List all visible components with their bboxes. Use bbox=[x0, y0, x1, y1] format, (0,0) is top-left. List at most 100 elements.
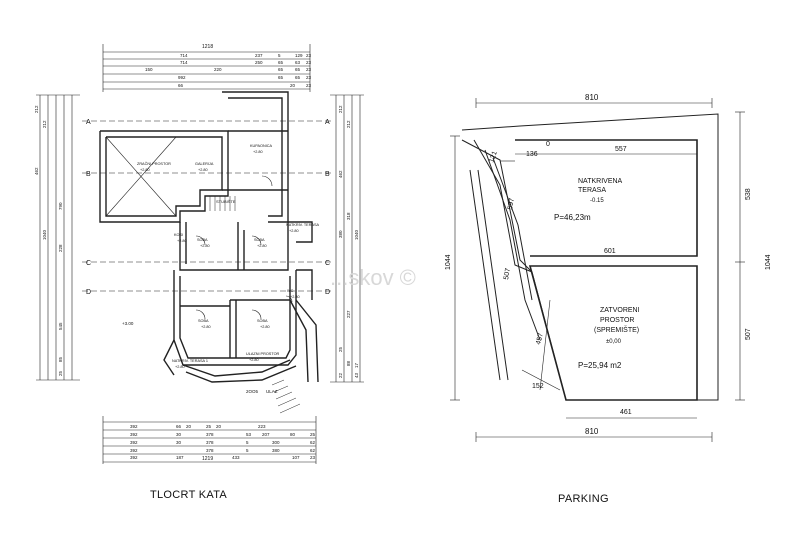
bottom-dim-value: 392 bbox=[130, 440, 138, 445]
parking-dim-507-left: 507 bbox=[503, 268, 512, 281]
storage-name: PROSTOR bbox=[600, 317, 635, 324]
parking-structure bbox=[515, 139, 698, 401]
axis-label-left: B bbox=[86, 171, 91, 178]
right-dim-value: 380 bbox=[338, 230, 343, 238]
parking-dim-121: 121 bbox=[488, 150, 499, 163]
parking-plan: 8108104615571360121601152457597538507104… bbox=[445, 93, 772, 442]
bottom-dim-value: 392 bbox=[130, 455, 138, 460]
room-level: +2.80 bbox=[200, 244, 210, 248]
room-level: +2.80 bbox=[257, 244, 267, 248]
axis-label-left: C bbox=[86, 260, 91, 267]
room-name: SOBA bbox=[257, 319, 268, 323]
small-label-1: 2OO5 bbox=[246, 389, 259, 394]
axis-label-right: A bbox=[325, 119, 330, 126]
bottom-dim-value: 378 bbox=[206, 448, 214, 453]
terrace-area: P=46,23m bbox=[554, 213, 591, 222]
room-level: +2.80 bbox=[249, 358, 259, 362]
right-dim-value: 227 bbox=[346, 310, 351, 318]
top-dim-value: 220 bbox=[214, 67, 222, 72]
floor-plan-caption: TLOCRT KATA bbox=[150, 489, 228, 501]
terrace-name: TERASA bbox=[578, 187, 606, 194]
parking-dim-601: 601 bbox=[604, 248, 616, 255]
parking-dim-top: 810 bbox=[585, 93, 599, 102]
terrace-name: NATKRIVENA bbox=[578, 178, 623, 185]
right-dim-value: 43 bbox=[354, 372, 359, 378]
left-dim-value: 462 bbox=[34, 167, 39, 175]
door-swings bbox=[195, 175, 293, 320]
parking-dim-457: 457 bbox=[535, 332, 545, 345]
right-dim-value: 25 bbox=[338, 346, 343, 352]
top-dim-value: 714 bbox=[180, 60, 188, 65]
stair-label: STUBIŠTE bbox=[216, 199, 236, 204]
bottom-dim-value: 80 bbox=[290, 432, 296, 437]
bottom-dim-value: 53 bbox=[246, 432, 252, 437]
bottom-dim-value: 25 bbox=[206, 424, 212, 429]
bottom-dim-value: 30 bbox=[176, 432, 182, 437]
room-name: NATKRIV. TERASA bbox=[286, 223, 320, 227]
top-dim-value: 23 bbox=[306, 67, 312, 72]
right-dim-value: 17 bbox=[354, 362, 359, 368]
top-dim-value: 65 bbox=[295, 67, 301, 72]
storage-name: (SPREMIŠTE) bbox=[594, 325, 639, 334]
right-dim-value: 462 bbox=[338, 170, 343, 178]
bottom-dim-value: 300 bbox=[272, 440, 280, 445]
parking-vertical-dims bbox=[450, 111, 745, 401]
parking-dim-597: 597 bbox=[507, 198, 516, 211]
room-level: +2.80 bbox=[201, 325, 211, 329]
bottom-dim-value: 62 bbox=[310, 440, 316, 445]
axis-label-right: C bbox=[325, 260, 330, 267]
top-dim-value: 237 bbox=[255, 53, 263, 58]
parking-dim-bottom: 810 bbox=[585, 427, 599, 436]
room-level: +2.80 bbox=[175, 365, 185, 369]
parking-diagonal-dims bbox=[521, 299, 561, 391]
right-dim-value: 212 bbox=[338, 105, 343, 113]
stair-treads bbox=[204, 196, 301, 414]
bottom-dim-value: 25 bbox=[310, 432, 316, 437]
bottom-dimension-chains bbox=[102, 416, 317, 464]
top-dimension-chains bbox=[102, 44, 311, 92]
left-dim-value: 1040 bbox=[42, 229, 47, 240]
void-cross bbox=[105, 136, 177, 217]
bottom-dim-value: 20 bbox=[216, 424, 222, 429]
bottom-dim-value: 107 bbox=[292, 455, 300, 460]
parking-caption: PARKING bbox=[558, 493, 609, 505]
small-label-2: ULAZ bbox=[266, 389, 278, 394]
bottom-dim-value: 5 bbox=[246, 440, 249, 445]
parking-dim-557: 557 bbox=[615, 146, 627, 153]
room-name: GALERIJA bbox=[195, 162, 214, 166]
right-dim-value: 88 bbox=[346, 360, 351, 366]
terrace-level: -0.15 bbox=[590, 198, 604, 204]
axis-label-right: B bbox=[325, 171, 330, 178]
room-name: ULAZNI PROSTOR bbox=[246, 352, 280, 356]
bottom-dim-value: 66 bbox=[176, 424, 182, 429]
right-dim-value: 1040 bbox=[354, 229, 359, 240]
bottom-dim-value: 5 bbox=[246, 448, 249, 453]
right-dim-value: 22 bbox=[338, 372, 343, 378]
parking-dim-1044-right: 1044 bbox=[765, 254, 772, 270]
left-dim-value: 212 bbox=[34, 105, 39, 113]
room-level: +2.80 bbox=[177, 239, 187, 243]
parking-dim-461: 461 bbox=[620, 409, 632, 416]
top-dim-value: 250 bbox=[255, 60, 263, 65]
room-name: SOBA bbox=[254, 238, 265, 242]
left-dim-value: 228 bbox=[58, 244, 63, 252]
parking-outline bbox=[461, 113, 719, 401]
parking-dim-136: 136 bbox=[526, 151, 538, 158]
axis-label-left: A bbox=[86, 119, 91, 126]
room-name: NATKRIV. TERASA 1 bbox=[172, 359, 208, 363]
walls bbox=[99, 91, 319, 383]
room-name: ZRAČNI PROSTOR bbox=[137, 161, 171, 166]
parking-dim-507: 507 bbox=[745, 328, 752, 340]
top-dim-value: 714 bbox=[180, 53, 188, 58]
bottom-total-dim: 1219 bbox=[202, 456, 213, 462]
room-level: +2.80 bbox=[289, 229, 299, 233]
axis-label-right: D bbox=[325, 289, 330, 296]
room-level: +2.80 bbox=[253, 150, 263, 154]
bottom-dim-value: 20 bbox=[186, 424, 192, 429]
right-dim-value: 212 bbox=[346, 120, 351, 128]
parking-labels: 8108104615571360121601152457597538507104… bbox=[445, 93, 772, 436]
